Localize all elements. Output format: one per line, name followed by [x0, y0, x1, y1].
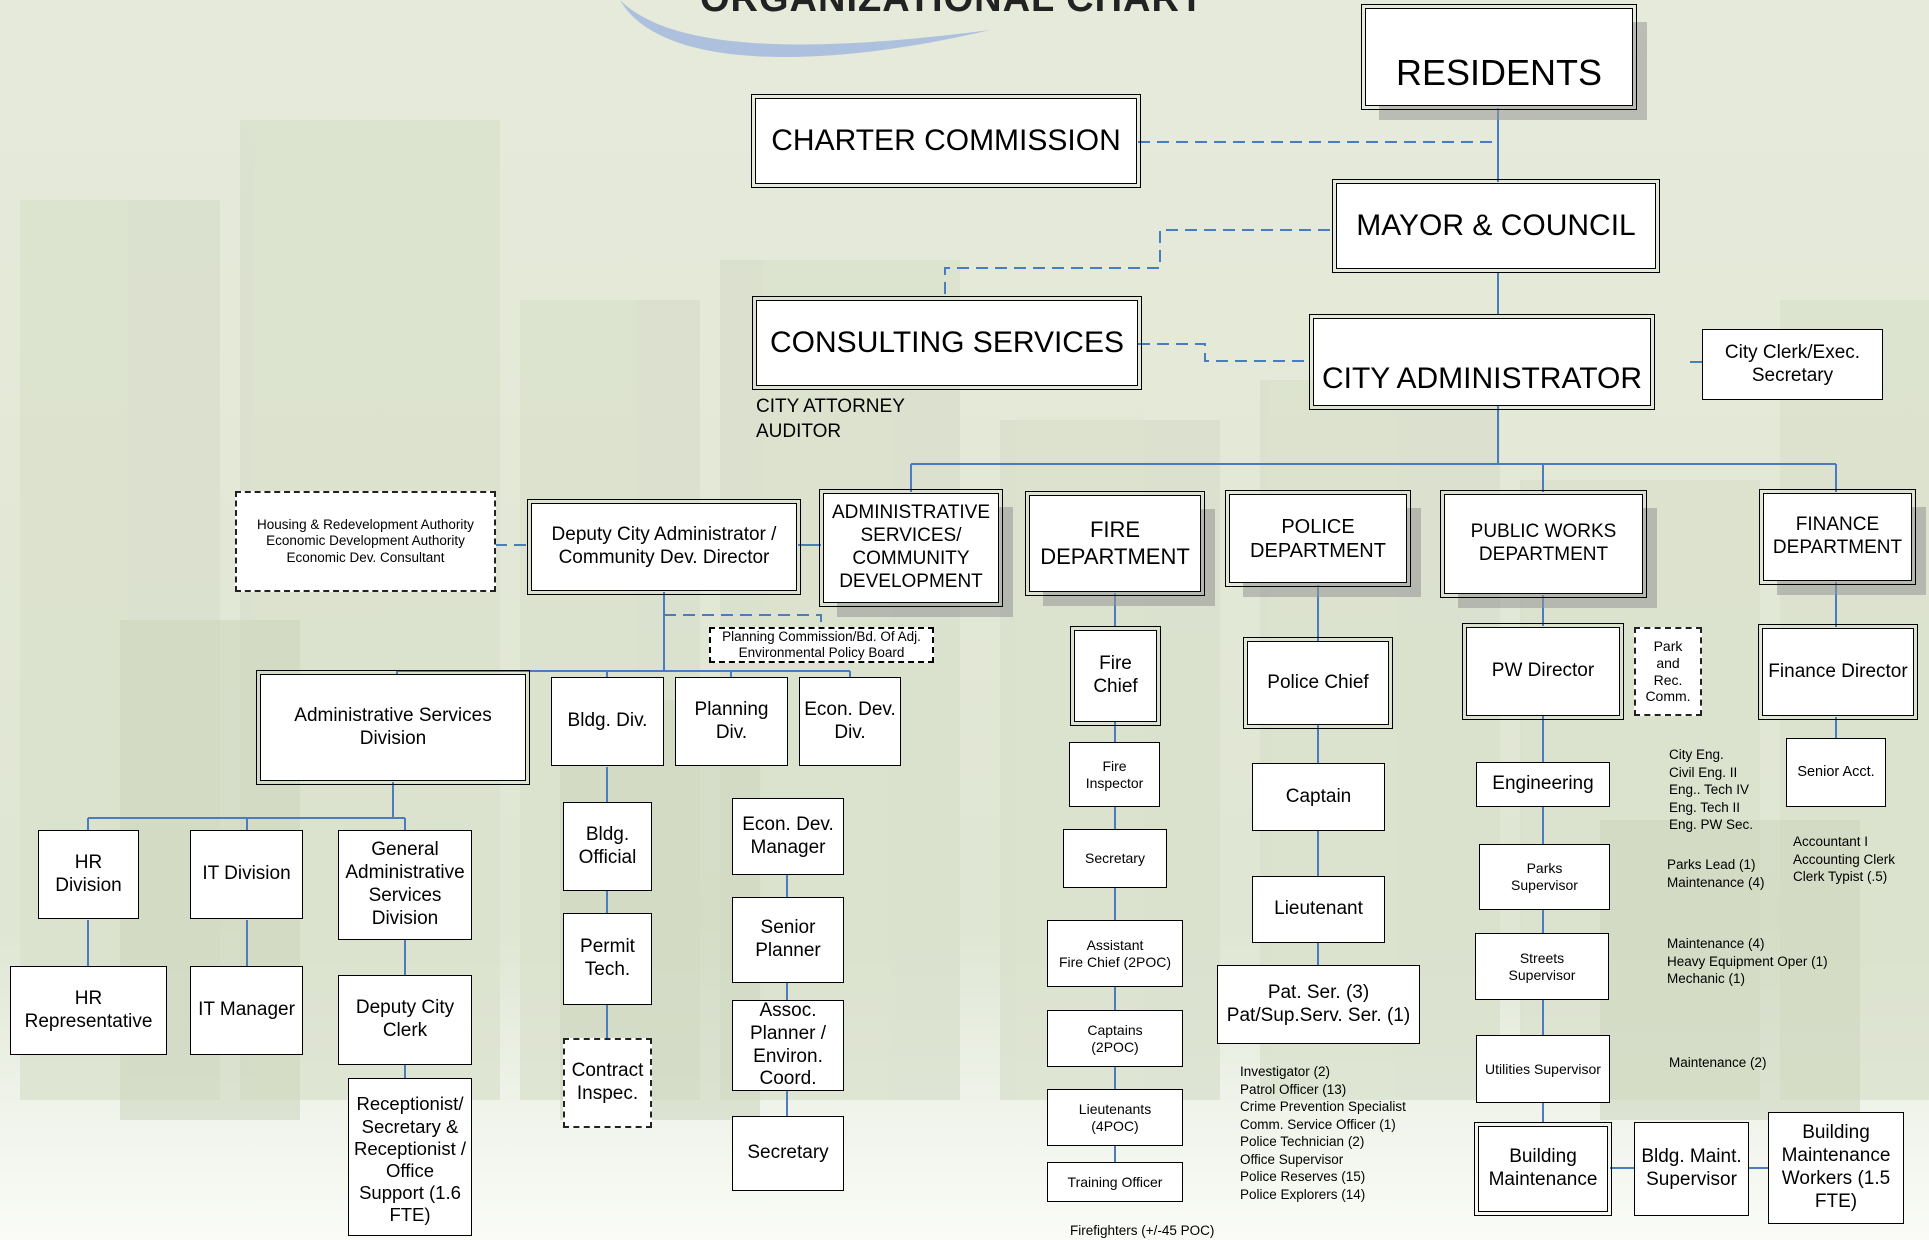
- assistant-fire-chief-box: Assistant Fire Chief (2POC): [1047, 920, 1183, 987]
- hr-rep-box: HR Representative: [10, 966, 167, 1055]
- bldg-maint-supervisor-box: Bldg. Maint. Supervisor: [1634, 1122, 1749, 1216]
- planning-commission-box: Planning Commission/Bd. Of Adj. Environm…: [709, 627, 934, 663]
- consulting-notes: CITY ATTORNEY AUDITOR: [756, 396, 905, 442]
- parks-staff-list: Parks Lead (1) Maintenance (4): [1667, 857, 1765, 890]
- parks-supervisor-box: Parks Supervisor: [1479, 844, 1610, 910]
- police-staff-list: Investigator (2) Patrol Officer (13) Cri…: [1240, 1064, 1406, 1202]
- hr-division-box: HR Division: [38, 830, 139, 919]
- sergeants-box: Pat. Ser. (3) Pat/Sup.Serv. Ser. (1): [1217, 965, 1420, 1044]
- hra-box: Housing & Redevelopment Authority Econom…: [235, 491, 496, 592]
- admin-services-dept-box: ADMINISTRATIVE SERVICES/ COMMUNITY DEVEL…: [819, 489, 1003, 607]
- charter-commission-box: CHARTER COMMISSION: [751, 94, 1141, 188]
- residents-box: RESIDENTS: [1361, 4, 1637, 110]
- police-chief-box: Police Chief: [1243, 637, 1393, 729]
- fire-secretary-box: Secretary: [1063, 829, 1167, 888]
- utilities-staff-list: Maintenance (2): [1669, 1055, 1767, 1070]
- pw-director-box: PW Director: [1462, 623, 1624, 720]
- mayor-council-box: MAYOR & COUNCIL: [1332, 179, 1660, 273]
- fire-department-box: FIRE DEPARTMENT: [1025, 491, 1205, 596]
- finance-director-box: Finance Director: [1758, 624, 1918, 720]
- finance-department-box: FINANCE DEPARTMENT: [1759, 489, 1916, 585]
- assoc-planner-box: Assoc. Planner / Environ. Coord.: [732, 1000, 844, 1091]
- permit-tech-box: Permit Tech.: [563, 913, 652, 1005]
- it-division-box: IT Division: [190, 830, 303, 919]
- police-department-box: POLICE DEPARTMENT: [1225, 490, 1411, 587]
- contract-inspec-box: Contract Inspec.: [563, 1038, 652, 1128]
- fire-inspector-box: Fire Inspector: [1069, 742, 1160, 807]
- deputy-admin-box: Deputy City Administrator / Community De…: [527, 499, 801, 595]
- building-maintenance-workers-box: Building Maintenance Workers (1.5 FTE): [1768, 1112, 1904, 1224]
- receptionist-box: Receptionist/ Secretary & Receptionist /…: [348, 1078, 472, 1236]
- secretary-box: Secretary: [732, 1116, 844, 1191]
- engineering-staff-list: City Eng. Civil Eng. II Eng.. Tech IV En…: [1669, 747, 1754, 833]
- finance-staff-list: Accountant I Accounting Clerk Clerk Typi…: [1793, 834, 1896, 885]
- streets-supervisor-box: Streets Supervisor: [1475, 933, 1609, 1000]
- lieutenants-box: Lieutenants (4POC): [1047, 1089, 1183, 1146]
- bldg-official-box: Bldg. Official: [563, 802, 652, 891]
- utilities-supervisor-box: Utilities Supervisor: [1476, 1035, 1610, 1103]
- city-administrator-box: CITY ADMINISTRATOR: [1309, 314, 1655, 410]
- senior-acct-box: Senior Acct.: [1786, 738, 1886, 807]
- bldg-div-box: Bldg. Div.: [551, 677, 664, 766]
- general-admin-box: General Administrative Services Division: [338, 830, 472, 940]
- captain-box: Captain: [1252, 763, 1385, 831]
- lieutenant-box: Lieutenant: [1252, 876, 1385, 943]
- senior-planner-box: Senior Planner: [732, 897, 844, 983]
- econ-dev-manager-box: Econ. Dev. Manager: [732, 798, 844, 875]
- city-clerk-box: City Clerk/Exec. Secretary: [1702, 329, 1883, 400]
- consulting-services-box: CONSULTING SERVICES: [752, 296, 1142, 390]
- fire-chief-box: Fire Chief: [1070, 626, 1161, 726]
- building-maintenance-box: Building Maintenance: [1474, 1122, 1612, 1216]
- streets-staff-list: Maintenance (4) Heavy Equipment Oper (1)…: [1667, 936, 1828, 987]
- public-works-department-box: PUBLIC WORKS DEPARTMENT: [1440, 490, 1647, 598]
- firefighters-note: Firefighters (+/-45 POC): [1070, 1223, 1215, 1238]
- admin-services-division-box: Administrative Services Division: [256, 670, 530, 785]
- chart-title: ORGANIZATIONAL CHART: [700, 0, 1204, 21]
- training-officer-box: Training Officer: [1047, 1162, 1183, 1202]
- it-manager-box: IT Manager: [190, 966, 303, 1055]
- deputy-clerk-box: Deputy City Clerk: [338, 975, 472, 1065]
- engineering-box: Engineering: [1476, 762, 1610, 807]
- econ-dev-div-box: Econ. Dev. Div.: [799, 677, 901, 766]
- park-rec-box: Park and Rec. Comm.: [1634, 627, 1702, 716]
- captains-box: Captains (2POC): [1047, 1010, 1183, 1067]
- planning-div-box: Planning Div.: [675, 677, 788, 766]
